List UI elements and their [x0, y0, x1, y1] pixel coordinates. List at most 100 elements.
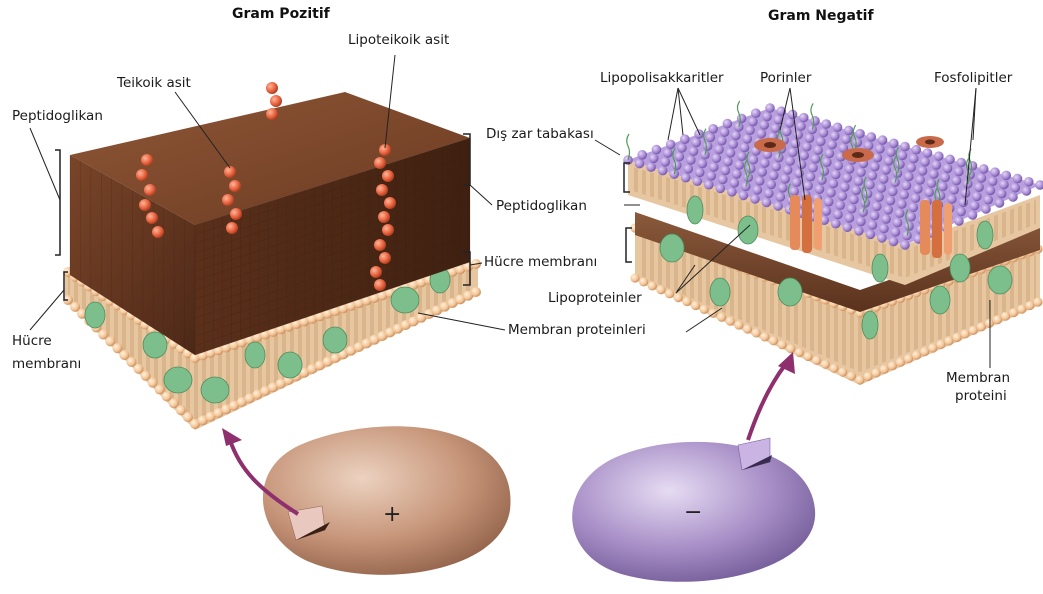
lipid-head: [977, 322, 986, 331]
lps-bead: [838, 191, 848, 201]
lps-bead: [889, 237, 899, 247]
lps-bead: [718, 175, 728, 185]
lps-bead: [771, 123, 781, 133]
teichoic-bead: [384, 197, 396, 209]
lps-bead: [796, 121, 806, 131]
lps-bead: [929, 169, 939, 179]
lps-bead: [853, 138, 863, 148]
lps-bead: [708, 124, 718, 134]
lps-bead: [692, 176, 702, 186]
lps-bead: [826, 188, 836, 198]
lps-bead: [855, 129, 865, 139]
lps-bead: [911, 145, 921, 155]
lps-bead: [981, 204, 991, 214]
lipid-head: [1033, 297, 1042, 306]
gram-negative-title: Gram Negatif: [768, 8, 874, 24]
lps-bead: [877, 233, 887, 243]
label-lipoteichoic-acid: Lipoteikoik asit: [348, 32, 449, 48]
lipid-head: [674, 293, 683, 302]
teichoic-bead: [379, 252, 391, 264]
teichoic-bead: [374, 279, 386, 291]
lps-bead: [717, 136, 727, 146]
lipid-head: [769, 336, 778, 345]
lps-bead: [906, 163, 916, 173]
lps-bead: [842, 222, 852, 232]
porin-top-3: [916, 136, 944, 148]
lps-bead: [940, 173, 950, 183]
lps-bead: [750, 194, 760, 204]
label-cell-membrane-left-line2: membranı: [12, 356, 81, 372]
lps-bead: [695, 168, 705, 178]
lipid-head: [838, 368, 847, 377]
lps-bead: [813, 145, 823, 155]
lps-bead: [675, 152, 685, 162]
lps-bead: [875, 144, 885, 154]
lipid-head: [630, 273, 639, 282]
teichoic-bead: [382, 224, 394, 236]
lps-bead: [691, 138, 701, 148]
lps-bead: [652, 145, 662, 155]
lps-bead: [902, 181, 912, 191]
lps-bead: [879, 174, 889, 184]
lps-bead: [841, 134, 851, 144]
lps-bead: [698, 159, 708, 169]
lps-bead: [762, 112, 772, 122]
lps-bead: [974, 182, 984, 192]
gram-positive-cell: [263, 426, 511, 575]
lipid-head: [920, 347, 929, 356]
teichoic-bead: [266, 108, 278, 120]
lps-bead: [844, 126, 854, 136]
lps-bead: [924, 187, 934, 197]
lps-bead: [1001, 171, 1011, 181]
membrane-protein: [164, 367, 192, 393]
lps-bead: [658, 166, 668, 176]
membrane-protein: [660, 234, 684, 262]
lipid-head: [961, 329, 970, 338]
lps-bead: [947, 194, 957, 204]
lipid-head: [855, 375, 864, 384]
lps-bead: [851, 186, 861, 196]
lps-bead: [681, 173, 691, 183]
lps-bead: [895, 208, 905, 218]
lps-bead: [649, 154, 659, 164]
lps-bead: [721, 166, 731, 176]
lps-bead: [904, 221, 914, 231]
label-membrane-protein-line1: Membran: [946, 370, 1010, 386]
lps-bead: [666, 140, 676, 150]
lipid-head: [847, 371, 856, 380]
lps-bead: [766, 180, 776, 190]
lps-bead: [712, 153, 722, 163]
label-membrane-proteins: Membran proteinleri: [508, 322, 646, 338]
lps-bead: [868, 171, 878, 181]
lps-bead: [956, 158, 966, 168]
lps-bead: [737, 114, 747, 124]
lps-bead: [782, 127, 792, 137]
lipid-head: [795, 348, 804, 357]
lipid-head: [985, 319, 994, 328]
lipid-head: [1017, 304, 1026, 313]
lps-bead: [683, 164, 693, 174]
lps-bead: [748, 117, 758, 127]
lps-bead: [840, 182, 850, 192]
lipid-head: [952, 333, 961, 342]
lps-bead: [988, 176, 998, 186]
teichoic-bead: [374, 157, 386, 169]
lps-bead: [904, 172, 914, 182]
lipid-head: [786, 344, 795, 353]
lipid-head: [665, 289, 674, 298]
lps-bead: [810, 116, 820, 126]
lps-bead: [803, 181, 813, 191]
lps-bead: [780, 174, 790, 184]
lipid-head: [778, 340, 787, 349]
lps-bead: [743, 134, 753, 144]
lps-bead: [881, 165, 891, 175]
lps-bead: [819, 128, 829, 138]
lps-bead: [824, 197, 834, 207]
lps-bead: [806, 172, 816, 182]
lps-bead: [663, 148, 673, 158]
lps-bead: [759, 120, 769, 130]
lipid-head: [743, 324, 752, 333]
membrane-protein: [278, 352, 302, 378]
lps-bead: [827, 140, 837, 150]
lipid-head: [752, 328, 761, 337]
